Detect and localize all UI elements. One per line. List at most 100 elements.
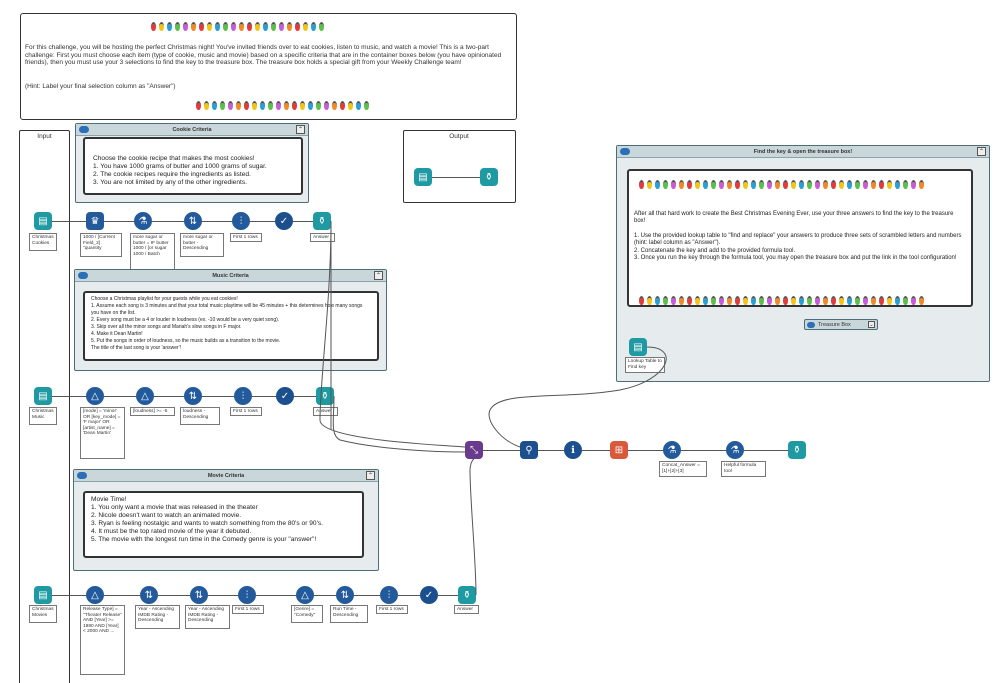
light-bulb-icon [791,180,796,189]
movie-filter2-tool-icon[interactable]: △ [296,586,314,604]
light-bulb-icon [308,101,313,110]
music-criteria-comment[interactable]: Choose a Christmas playlist for your gue… [83,291,379,361]
final-browse-tool-icon[interactable]: ⚱ [788,441,806,459]
light-bulb-icon [167,22,172,31]
lookup-ann: Lookup Table to Find key [625,357,665,373]
cookie-wire-6 [293,221,313,222]
music-ann-3: First 1 rows [230,407,262,416]
collapse-icon[interactable]: ⌃ [977,147,986,156]
movie-sort-tool-icon[interactable]: ⇅ [140,586,158,604]
christmas-lights-top [151,15,324,31]
light-bulb-icon [847,296,852,305]
intro-comment-box[interactable]: For this challenge, you will be hosting … [20,13,517,120]
crosstab-tool-icon[interactable]: ⊞ [610,441,628,459]
light-bulb-icon [719,180,724,189]
light-bulb-icon [911,296,916,305]
movie-line-5: 5. The movie with the longest run time i… [91,536,317,543]
movie-wire-7 [354,595,380,596]
collapse-icon[interactable]: ⌄ [868,321,875,328]
treasure-box-container[interactable]: Treasure Box ⌄ [804,319,878,330]
movie-criteria-comment[interactable]: Movie Time! 1. You only want a movie tha… [83,491,364,558]
cookie-criteria-comment[interactable]: Choose the cookie recipe that makes the … [83,137,303,195]
cookie-line-3: 3. You are not limited by any of the oth… [93,179,247,186]
cookie-output-tool-icon[interactable]: ⚱ [313,212,331,230]
light-bulb-icon [791,296,796,305]
collapse-icon[interactable]: ⌃ [366,471,375,480]
treasure-comment[interactable]: After all that hard work to create the B… [627,169,973,307]
light-bulb-icon [751,180,756,189]
movie-select-tool-icon[interactable]: ✓ [420,586,438,604]
final-wire-4 [628,450,663,451]
cookie-input-tool-icon[interactable]: ▤ [34,212,52,230]
lookup-input-tool-icon[interactable]: ▤ [629,338,647,356]
treasure-header: Find the key & open the treasure box! [617,146,989,158]
christmas-lights-bottom [196,94,369,110]
light-bulb-icon [159,22,164,31]
light-bulb-icon [287,22,292,31]
light-bulb-icon [191,22,196,31]
music-wire-3 [154,396,184,397]
light-bulb-icon [279,22,284,31]
output-browse-tool-icon[interactable]: ⚱ [480,168,498,186]
movie-output-tool-icon[interactable]: ⚱ [458,586,476,604]
light-bulb-icon [895,180,900,189]
light-bulb-icon [212,101,217,110]
container-toggle-icon[interactable] [807,322,815,328]
light-bulb-icon [695,296,700,305]
movie-input-tool-icon[interactable]: ▤ [34,586,52,604]
light-bulb-icon [775,180,780,189]
cookie-formula-tool-icon[interactable]: ⚗ [134,212,152,230]
union-tool-icon[interactable]: ⤡ [465,441,483,459]
music-output-tool-icon[interactable]: ⚱ [316,387,334,405]
movie-sample2-tool-icon[interactable]: ⫶ [380,586,398,604]
light-bulb-icon [719,296,724,305]
music-input-tool-icon[interactable]: ▤ [34,387,52,405]
find-replace-tool-icon[interactable]: ⚲ [520,441,538,459]
light-bulb-icon [895,296,900,305]
movie-ann-6: First 1 rows [376,605,408,614]
collapse-icon[interactable]: ⌃ [374,271,383,280]
light-bulb-icon [863,296,868,305]
light-bulb-icon [207,22,212,31]
music-select-tool-icon[interactable]: ✓ [276,387,294,405]
music-sort-tool-icon[interactable]: ⇅ [184,387,202,405]
movie-sample-tool-icon[interactable]: ⫶ [238,586,256,604]
music-line-0: Choose a Christmas playlist for your gue… [91,296,238,302]
light-bulb-icon [196,101,201,110]
output-wire [432,177,480,178]
formula2-tool-icon[interactable]: ⚗ [726,441,744,459]
cookie-wire-5 [250,221,275,222]
formula-tool-icon[interactable]: ⚗ [663,441,681,459]
light-bulb-icon [655,296,660,305]
music-filter-tool-icon[interactable]: △ [86,387,104,405]
cookie-multirow-tool-icon[interactable]: ♛ [86,212,104,230]
output-input-tool-icon[interactable]: ▤ [414,168,432,186]
movie-filter-tool-icon[interactable]: △ [86,586,104,604]
music-sample-tool-icon[interactable]: ⫶ [234,387,252,405]
light-bulb-icon [903,180,908,189]
container-toggle-icon[interactable] [620,148,630,155]
music-ann-1: [loudness] >= -5 [130,407,175,416]
collapse-icon[interactable]: ⌃ [296,125,305,134]
light-bulb-icon [839,180,844,189]
light-bulb-icon [807,180,812,189]
movie-sort2-tool-icon[interactable]: ⇅ [190,586,208,604]
light-bulb-icon [303,22,308,31]
cookie-sort-tool-icon[interactable]: ⇅ [184,212,202,230]
final-ann-0: Concat_Answer = [1]+[2]+[3] [659,461,707,477]
light-bulb-icon [663,180,668,189]
music-filter2-tool-icon[interactable]: △ [136,387,154,405]
cookie-select-tool-icon[interactable]: ✓ [275,212,293,230]
record-id-tool-icon[interactable]: ℹ [564,441,582,459]
light-bulb-icon [647,296,652,305]
light-bulb-icon [871,180,876,189]
light-bulb-icon [228,101,233,110]
cookie-sample-tool-icon[interactable]: ⫶ [232,212,250,230]
light-bulb-icon [759,296,764,305]
movie-sort3-tool-icon[interactable]: ⇅ [336,586,354,604]
light-bulb-icon [743,180,748,189]
container-toggle-icon[interactable] [77,472,87,479]
container-toggle-icon[interactable] [79,126,89,133]
music-wire-1 [52,396,86,397]
container-toggle-icon[interactable] [78,272,88,279]
